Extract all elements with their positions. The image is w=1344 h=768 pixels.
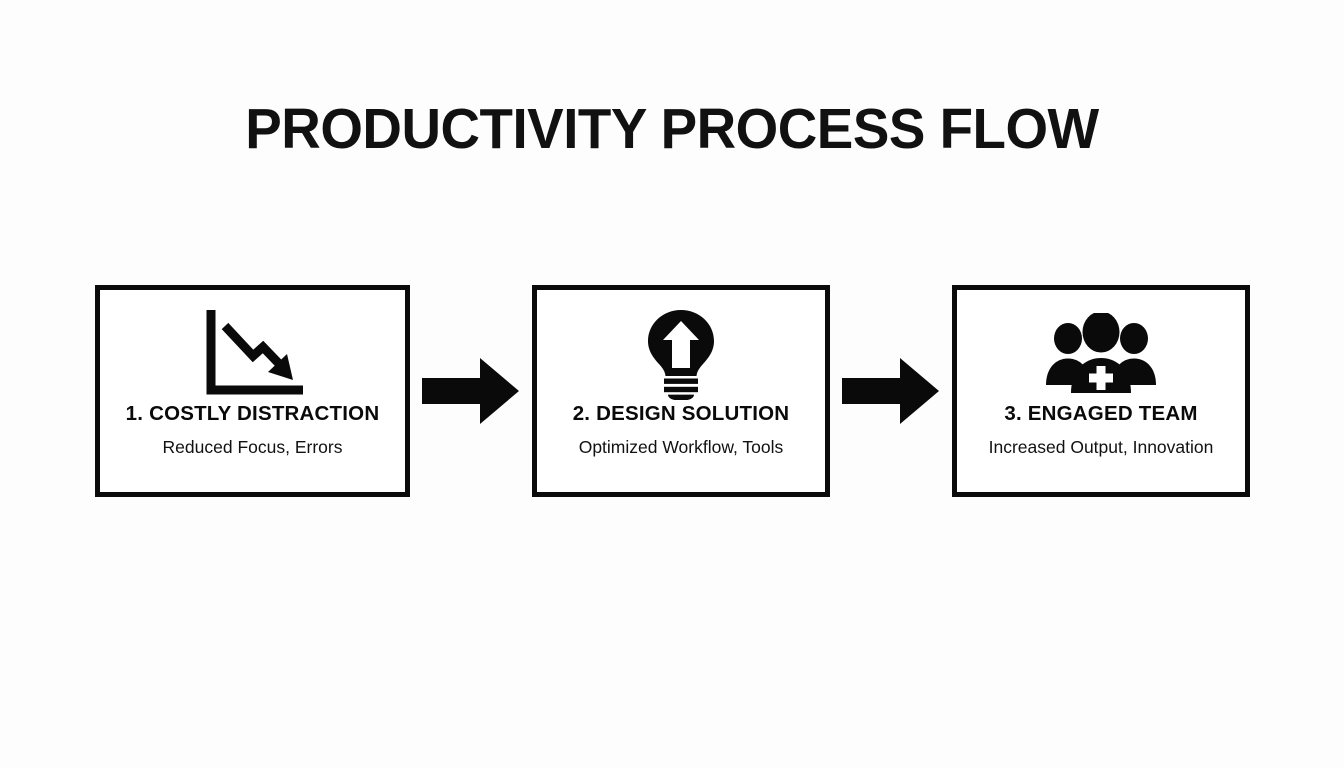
process-step-2[interactable]: 2. DESIGN SOLUTION Optimized Workflow, T… xyxy=(532,285,830,497)
step-subtitle: Reduced Focus, Errors xyxy=(162,437,343,457)
arrow-right-icon xyxy=(842,358,939,424)
team-group-plus-icon xyxy=(1045,308,1157,400)
process-step-3[interactable]: 3. ENGAGED TEAM Increased Output, Innova… xyxy=(952,285,1250,497)
step-title: 3. ENGAGED TEAM xyxy=(1004,402,1198,425)
connector-1 xyxy=(421,356,521,426)
process-step-1[interactable]: 1. COSTLY DISTRACTION Reduced Focus, Err… xyxy=(95,285,410,497)
step-subtitle: Increased Output, Innovation xyxy=(988,437,1214,457)
arrow-right-icon xyxy=(422,358,519,424)
page-title: PRODUCTIVITY PROCESS FLOW xyxy=(245,97,1099,161)
connector-2 xyxy=(841,356,941,426)
lightbulb-up-arrow-icon xyxy=(644,308,718,400)
step-subtitle: Optimized Workflow, Tools xyxy=(578,437,784,457)
step-title: 1. COSTLY DISTRACTION xyxy=(125,402,380,425)
process-flow: 1. COSTLY DISTRACTION Reduced Focus, Err… xyxy=(95,285,1250,497)
declining-chart-icon xyxy=(203,308,303,400)
step-title: 2. DESIGN SOLUTION xyxy=(572,402,790,425)
